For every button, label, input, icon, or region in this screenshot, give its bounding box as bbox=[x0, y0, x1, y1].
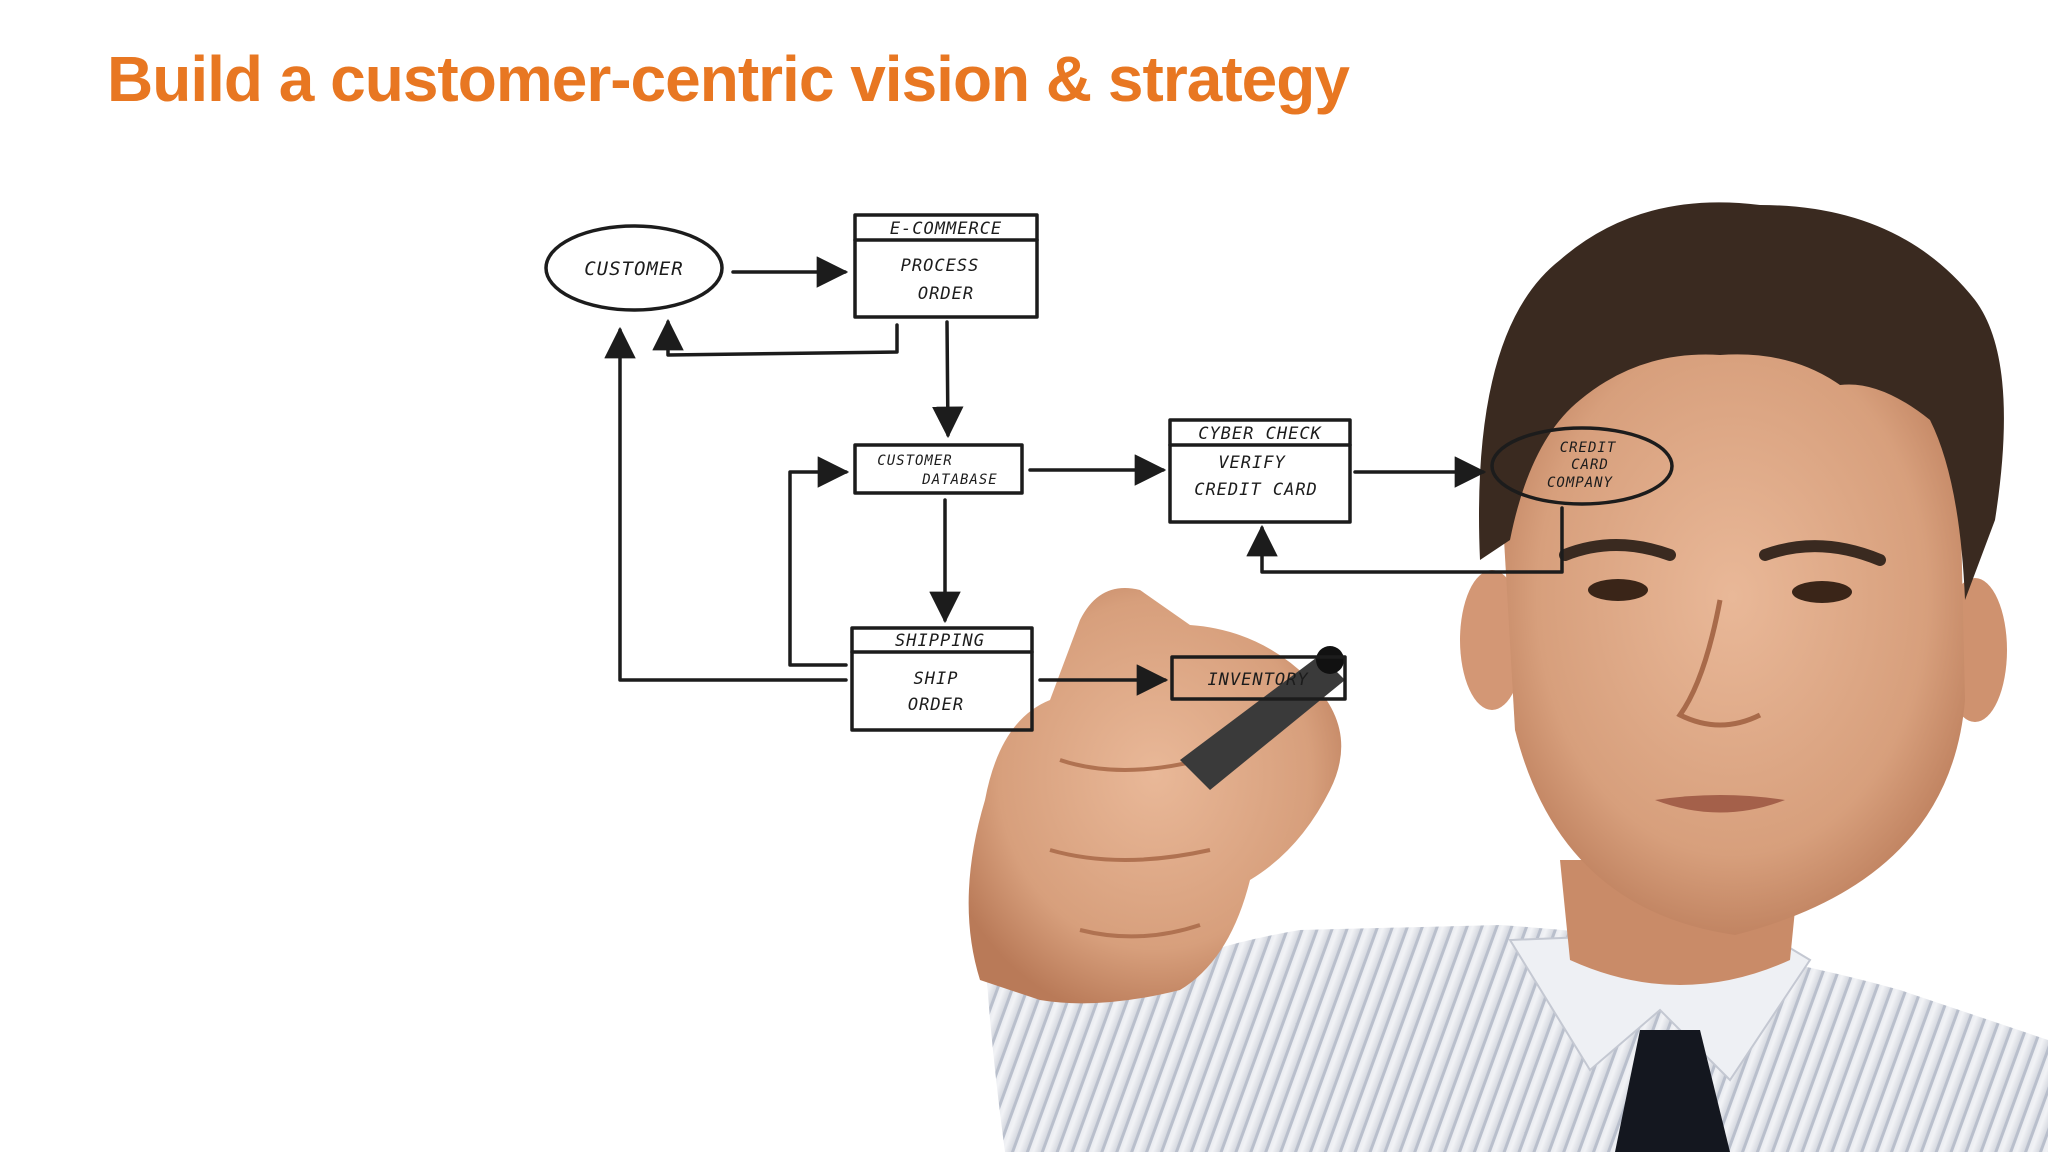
flow-diagram bbox=[544, 213, 1674, 732]
ecommerce-node bbox=[853, 213, 1039, 319]
shipping-line2: ORDER bbox=[908, 695, 964, 715]
shipping-line1: SHIP bbox=[914, 669, 959, 689]
arrow-creditco-to-cyber bbox=[1246, 506, 1564, 574]
nose bbox=[1676, 599, 1762, 728]
cyber-check-line2: CREDIT CARD bbox=[1194, 480, 1318, 500]
database-line2: DATABASE bbox=[921, 472, 997, 488]
diagram-labels: CUSTOMER E-COMMERCE PROCESS ORDER CUSTOM… bbox=[584, 219, 1617, 715]
hair bbox=[1479, 202, 2004, 600]
ecommerce-header: E-COMMERCE bbox=[890, 219, 1002, 239]
marker-tip bbox=[1316, 646, 1344, 674]
man-figure bbox=[1005, 202, 2048, 1152]
customer-node bbox=[544, 224, 724, 312]
database-line1: CUSTOMER bbox=[877, 453, 952, 469]
arrow-ecommerce-to-customer bbox=[652, 318, 899, 357]
eye-left bbox=[1588, 579, 1648, 601]
credit-card-company-line3: COMPANY bbox=[1547, 475, 1614, 491]
inventory-label: INVENTORY bbox=[1207, 670, 1309, 690]
inventory-node bbox=[1170, 655, 1347, 701]
hand-with-marker bbox=[968, 588, 1345, 1152]
cyber-check-header: CYBER CHECK bbox=[1198, 424, 1322, 444]
mouth bbox=[1655, 795, 1785, 813]
eyebrow-right bbox=[1759, 540, 1886, 566]
shipping-header: SHIPPING bbox=[895, 631, 985, 651]
customer-label: CUSTOMER bbox=[584, 258, 684, 280]
slide-title: Build a customer-centric vision & strate… bbox=[107, 43, 1350, 115]
arrow-shipping-to-database bbox=[788, 456, 850, 667]
database-node bbox=[853, 443, 1024, 495]
arrow-ecommerce-to-database bbox=[931, 320, 964, 439]
eyebrow-left bbox=[1559, 539, 1676, 561]
arrow-shipping-to-customer bbox=[604, 326, 848, 682]
shipping-node bbox=[850, 626, 1034, 732]
marker bbox=[1180, 655, 1345, 790]
ecommerce-line2: ORDER bbox=[918, 284, 974, 304]
cyber-check-line1: VERIFY bbox=[1218, 453, 1286, 473]
credit-card-company-line1: CREDIT bbox=[1560, 440, 1617, 456]
ecommerce-line1: PROCESS bbox=[901, 256, 980, 276]
tie bbox=[1615, 1030, 1730, 1152]
eye-right bbox=[1792, 581, 1852, 603]
face bbox=[1500, 320, 1965, 935]
credit-card-company-node bbox=[1490, 426, 1674, 506]
cyber-check-node bbox=[1168, 418, 1352, 524]
finger-lines bbox=[1049, 758, 1211, 939]
credit-card-company-line2: CARD bbox=[1571, 457, 1609, 473]
hand bbox=[968, 588, 1342, 1004]
